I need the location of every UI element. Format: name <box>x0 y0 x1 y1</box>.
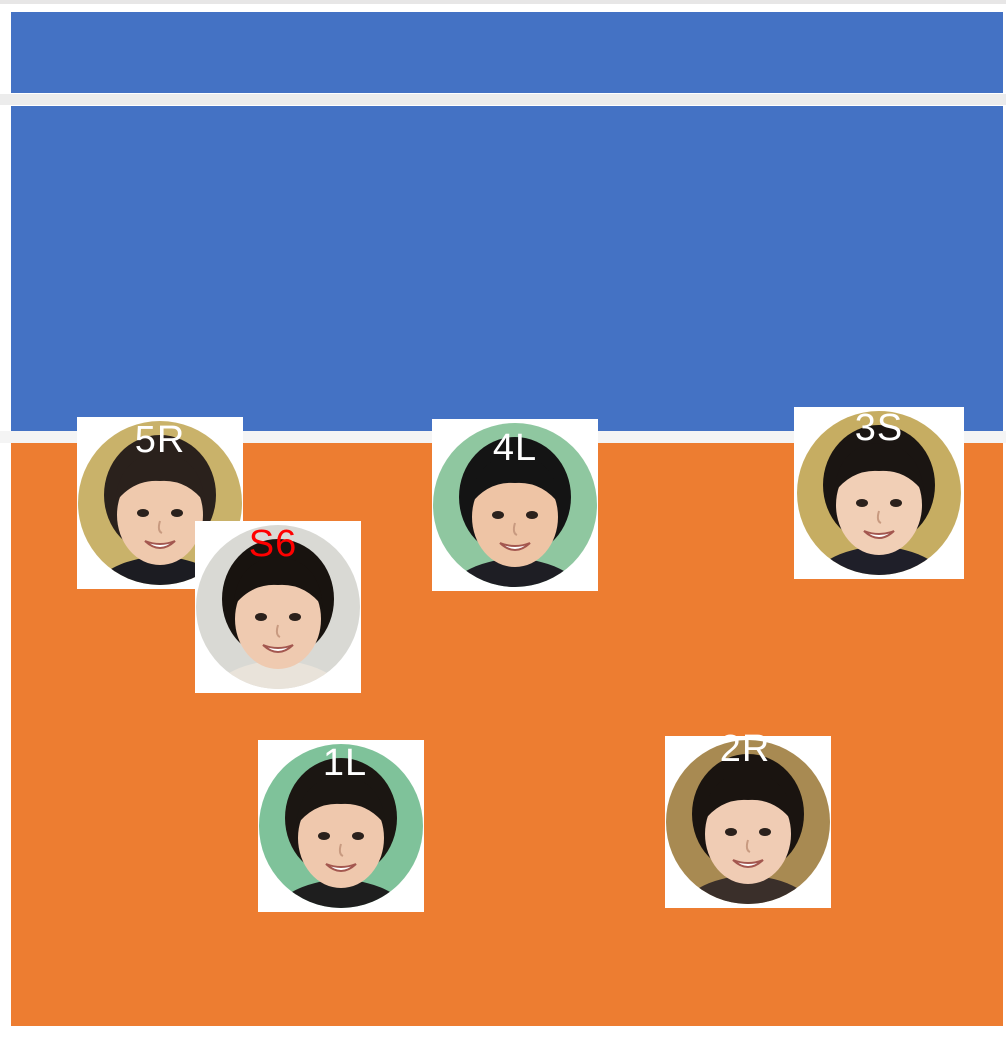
player-3s: 3S <box>794 407 964 579</box>
player-label: 3S <box>854 407 904 449</box>
player-label: 1L <box>322 742 368 784</box>
player-4l: 4L <box>432 419 598 591</box>
player-photo <box>797 411 961 575</box>
player-label: 5R <box>134 419 186 461</box>
player-2r: 2R <box>665 729 831 908</box>
opponent-court-half <box>11 106 1003 431</box>
player-s6-setter: S6 <box>195 521 361 693</box>
player-photo <box>259 744 423 908</box>
player-photo <box>196 525 360 689</box>
player-label: S6 <box>248 523 298 565</box>
player-photo <box>433 423 597 587</box>
player-photo <box>666 740 830 904</box>
player-label: 2R <box>719 728 771 770</box>
opponent-back-strip <box>11 12 1003 93</box>
top-border-line <box>0 0 1006 4</box>
player-1l: 1L <box>258 740 424 912</box>
player-label: 4L <box>492 427 538 469</box>
end-line <box>0 94 1006 105</box>
